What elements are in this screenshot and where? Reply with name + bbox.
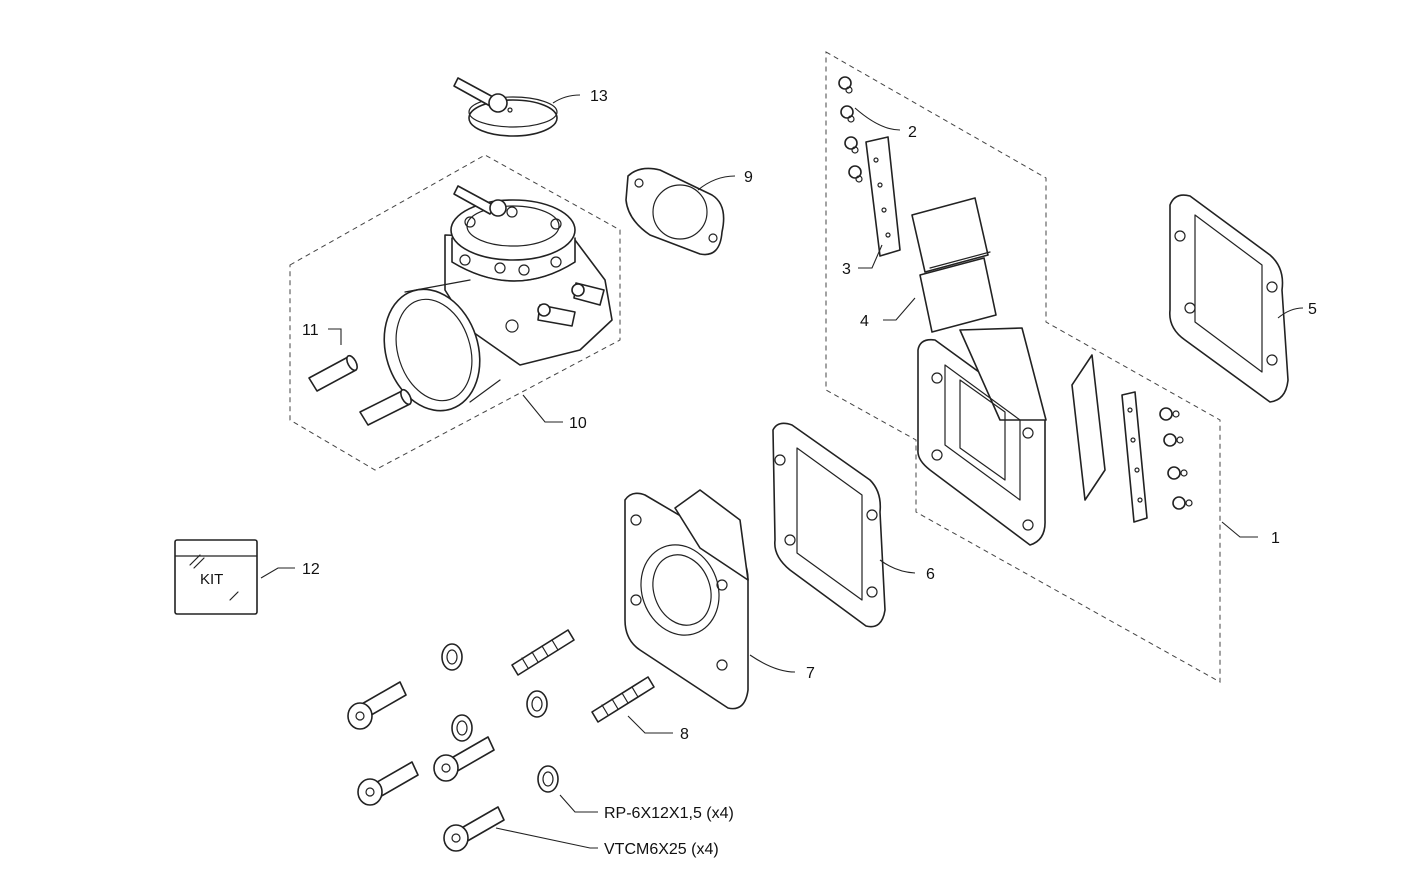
part-6-gasket	[772, 422, 886, 628]
part-5-gasket	[1168, 194, 1289, 403]
part-2-screws	[838, 76, 863, 183]
part-12-kit-bag: KIT	[174, 539, 258, 615]
callout-6: 6	[926, 566, 935, 583]
part-8-studs	[511, 629, 655, 723]
callout-2: 2	[908, 124, 917, 141]
carburetor-group-outline	[289, 154, 621, 471]
part-13-cover	[453, 77, 558, 137]
callout-13: 13	[590, 88, 608, 105]
leader-lines	[260, 94, 1304, 849]
callout-4: 4	[860, 313, 869, 330]
callout-11: 11	[302, 322, 319, 339]
part-3-reed-stop	[865, 136, 901, 257]
part-1-reed-block	[917, 327, 1193, 546]
part-10-carburetor	[383, 185, 613, 412]
callout-1: 1	[1271, 530, 1280, 547]
socket-screws	[347, 681, 505, 852]
part-4-reed-petals	[911, 197, 997, 333]
part-7-intake-manifold	[624, 489, 749, 710]
part-9-gasket	[625, 167, 725, 256]
callout-3: 3	[842, 261, 851, 278]
callout-5: 5	[1308, 301, 1317, 318]
callout-8: 8	[680, 726, 689, 743]
callout-12: 12	[302, 561, 320, 578]
kit-label: KIT	[200, 571, 223, 588]
callout-9: 9	[744, 169, 753, 186]
reed-valve-group-outline	[825, 51, 1221, 683]
washers	[441, 643, 559, 793]
callout-washer-code: RP-6X12X1,5 (x4)	[604, 805, 734, 822]
part-11-tubes	[308, 354, 412, 426]
callout-7: 7	[806, 665, 815, 682]
callout-screw-code: VTCM6X25 (x4)	[604, 841, 719, 858]
callout-10: 10	[569, 415, 587, 432]
